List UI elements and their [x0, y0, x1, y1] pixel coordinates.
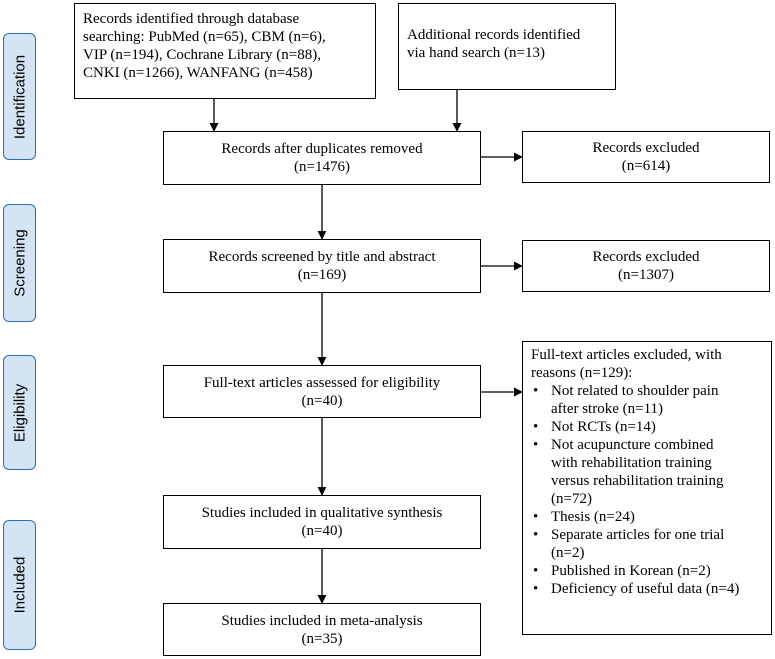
hand-line-1: Additional records identified [407, 27, 581, 43]
reason-2-line-1: Not RCTs (n=14) [551, 419, 656, 435]
excl2-line-2: (n=1307) [618, 267, 674, 283]
qual-line-2: (n=40) [301, 523, 343, 539]
reason-item: • Thesis (n=24) [531, 508, 765, 526]
reason-4-line-1: Thesis (n=24) [551, 509, 635, 525]
bullet: • [533, 581, 539, 597]
box-qualitative-synthesis: Studies included in qualitative synthesi… [163, 495, 481, 549]
bullet: • [533, 527, 539, 543]
exclusion-reasons-list: • Not related to shoulder pain after str… [531, 382, 765, 598]
qual-line-1: Studies included in qualitative synthesi… [201, 505, 443, 521]
excl1-line-1: Records excluded [592, 140, 700, 156]
scr-line-2: (n=169) [297, 267, 347, 283]
box-records-excluded-1: Records excluded (n=614) [522, 131, 770, 183]
box-screened: Records screened by title and abstract (… [163, 239, 481, 293]
reason-item: • Separate articles for one trial (n=2) [531, 526, 765, 562]
scr-line-1: Records screened by title and abstract [208, 249, 436, 265]
bullet: • [533, 437, 539, 453]
stage-label-identification: Identification [11, 54, 28, 139]
reason-item: • Not RCTs (n=14) [531, 418, 765, 436]
stage-label-screening: Screening [11, 229, 28, 297]
reason-3-line-4: (n=72) [551, 491, 592, 507]
bullet: • [533, 563, 539, 579]
ft-line-1: Full-text articles assessed for eligibil… [203, 374, 441, 391]
reason-3-line-1: Not acupuncture combined [551, 437, 714, 453]
reason-5-line-2: (n=2) [551, 545, 585, 561]
reason-item: • Not related to shoulder pain after str… [531, 382, 765, 418]
box-after-duplicates: Records after duplicates removed (n=1476… [163, 131, 481, 185]
db-line-4: CNKI (n=1266), WANFANG (n=458) [83, 65, 313, 81]
box-records-excluded-2: Records excluded (n=1307) [522, 240, 770, 292]
box-fulltext-excluded: Full-text articles excluded, with reason… [522, 341, 772, 635]
db-line-2: searching: PubMed (n=65), CBM (n=6), [83, 29, 326, 45]
stage-included: Included [3, 520, 36, 650]
stage-eligibility: Eligibility [3, 355, 36, 470]
bullet: • [533, 419, 539, 435]
reason-3-line-3: versus rehabilitation training [551, 473, 724, 489]
box-meta-analysis: Studies included in meta-analysis (n=35) [163, 603, 481, 656]
db-line-3: VIP (n=194), Cochrane Library (n=88), [83, 47, 321, 63]
reason-6-line-1: Published in Korean (n=2) [551, 563, 711, 579]
excl2-line-1: Records excluded [592, 249, 700, 265]
ft-line-2: (n=40) [301, 392, 343, 409]
excl1-line-2: (n=614) [621, 158, 671, 174]
meta-line-2: (n=35) [301, 630, 343, 647]
reason-item: • Published in Korean (n=2) [531, 562, 765, 580]
db-line-1: Records identified through database [83, 11, 300, 27]
reason-7-line-1: Deficiency of useful data (n=4) [551, 581, 740, 597]
hand-line-2: via hand search (n=13) [407, 45, 545, 61]
stage-label-included: Included [11, 556, 28, 614]
bullet: • [533, 383, 539, 399]
box-hand-search: Additional records identified via hand s… [398, 3, 616, 90]
stage-screening: Screening [3, 204, 36, 322]
reason-item: • Deficiency of useful data (n=4) [531, 580, 765, 598]
reason-1-line-1: Not related to shoulder pain [551, 383, 719, 399]
reason-item: • Not acupuncture combined with rehabili… [531, 436, 765, 508]
stage-label-eligibility: Eligibility [11, 383, 28, 442]
stage-identification: Identification [3, 33, 36, 160]
meta-line-1: Studies included in meta-analysis [221, 612, 423, 629]
reason-3-line-2: with rehabilitation training [551, 455, 712, 471]
reason-5-line-1: Separate articles for one trial [551, 527, 725, 543]
bullet: • [533, 509, 539, 525]
box-database-search: Records identified through database sear… [74, 3, 376, 99]
ftex-header-2: reasons (n=129): [531, 365, 633, 381]
dup-line-2: (n=1476) [294, 159, 350, 175]
box-fulltext-assessed: Full-text articles assessed for eligibil… [163, 365, 481, 418]
reason-1-line-2: after stroke (n=11) [551, 401, 664, 417]
ftex-header-1: Full-text articles excluded, with [531, 347, 722, 363]
dup-line-1: Records after duplicates removed [221, 141, 423, 157]
